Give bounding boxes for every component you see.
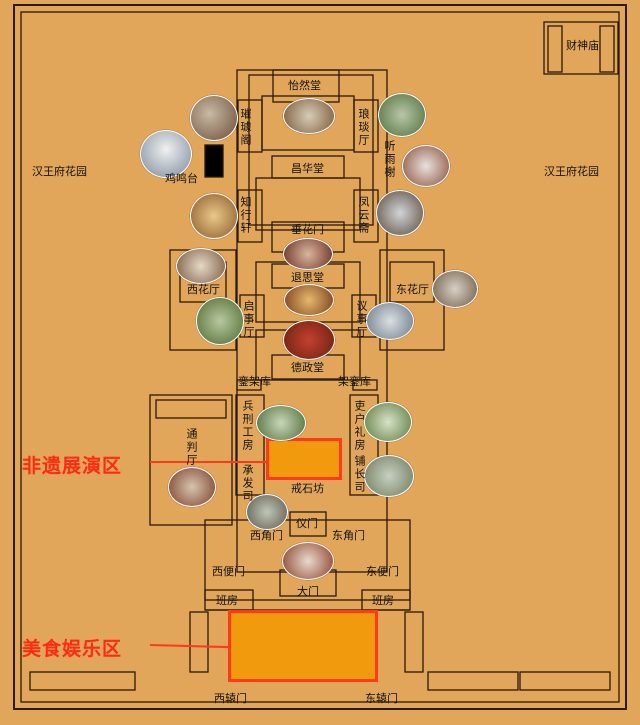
cuihua-photo[interactable] xyxy=(190,95,238,141)
food-zone-area[interactable] xyxy=(228,610,378,682)
label-chengfa-si: 承发司 xyxy=(241,464,254,503)
label-hanwang-garden-east: 汉王府花园 xyxy=(544,165,599,178)
heritage-zone-label: 非遗展演区 xyxy=(22,455,123,477)
label-banfang-west: 班房 xyxy=(216,594,238,607)
tongpan-photo[interactable] xyxy=(168,467,216,507)
label-tongpan-ting: 通判厅 xyxy=(185,428,198,467)
food-zone-label: 美食娱乐区 xyxy=(22,638,123,660)
label-chuihua-men: 垂花门 xyxy=(291,223,324,236)
label-cuihua-ge: 璀璩阁 xyxy=(239,108,252,147)
label-langyuan-ting: 琅琰厅 xyxy=(357,108,370,147)
tuisi-photo[interactable] xyxy=(284,284,334,316)
label-jieshi-fang: 戒石坊 xyxy=(291,482,324,495)
label-puzhang-si: 铺长司 xyxy=(353,455,366,494)
label-yi-men: 仪门 xyxy=(296,517,318,530)
zhixing-photo[interactable] xyxy=(190,193,238,239)
jiming-photo[interactable] xyxy=(140,130,192,178)
label-qishi-ting: 启事厅 xyxy=(242,300,255,339)
label-jiming-tai: 鸡鸣台 xyxy=(165,172,198,185)
bingxing-photo[interactable] xyxy=(256,405,306,441)
yiran-photo[interactable] xyxy=(283,98,335,134)
donghua-photo[interactable] xyxy=(432,270,478,308)
label-donghua-ting: 东花厅 xyxy=(396,283,429,296)
label-tingyu-xie: 听雨榭 xyxy=(383,140,396,179)
langyuan-photo[interactable] xyxy=(378,93,426,137)
qishi-photo[interactable] xyxy=(196,297,244,345)
chuihua-photo[interactable] xyxy=(283,238,333,270)
label-tuisi-tang: 退思堂 xyxy=(291,271,324,284)
label-bingxing-gongfang: 兵刑工房 xyxy=(241,400,254,452)
label-caishen-miao: 财神庙 xyxy=(566,39,599,52)
label-yishi-ting: 议事厅 xyxy=(355,300,368,339)
damen-photo[interactable] xyxy=(282,542,334,580)
label-dezheng-tang: 德政堂 xyxy=(291,361,324,374)
label-fengyun-zhai: 凤云斋 xyxy=(357,196,370,235)
dezheng-photo[interactable] xyxy=(283,320,335,360)
puzhang-photo[interactable] xyxy=(364,455,414,497)
fengyun-photo[interactable] xyxy=(376,190,424,236)
label-changhua-tang: 昌华堂 xyxy=(291,162,324,175)
lihu-photo[interactable] xyxy=(364,402,412,442)
label-zhixing-xuan: 知行轩 xyxy=(239,196,252,235)
label-lihu-lifang: 吏户礼房 xyxy=(353,400,366,452)
tingyu-photo[interactable] xyxy=(402,145,450,187)
label-xiyuan-men: 西辕门 xyxy=(214,692,247,705)
label-da-men: 大门 xyxy=(297,585,319,598)
heritage-zone-area[interactable] xyxy=(266,438,342,480)
yishi-photo[interactable] xyxy=(366,302,414,340)
xihua-photo[interactable] xyxy=(176,248,226,284)
label-luanjia-ku-east: 架銮库 xyxy=(338,375,371,388)
label-hanwang-garden-west: 汉王府花园 xyxy=(32,165,87,178)
label-xijiao-men: 西角门 xyxy=(250,529,283,542)
label-yiran-tang: 怡然堂 xyxy=(288,79,321,92)
label-xihua-ting: 西花厅 xyxy=(187,283,220,296)
chengfa-photo[interactable] xyxy=(246,494,288,530)
label-banfang-east: 班房 xyxy=(372,594,394,607)
label-dongbian-men: 东便门 xyxy=(366,565,399,578)
label-xibian-men: 西便门 xyxy=(212,565,245,578)
label-dongjiao-men: 东角门 xyxy=(332,529,365,542)
label-luanjia-ku-west: 銮架库 xyxy=(238,375,271,388)
label-dongyuan-men: 东辕门 xyxy=(365,692,398,705)
